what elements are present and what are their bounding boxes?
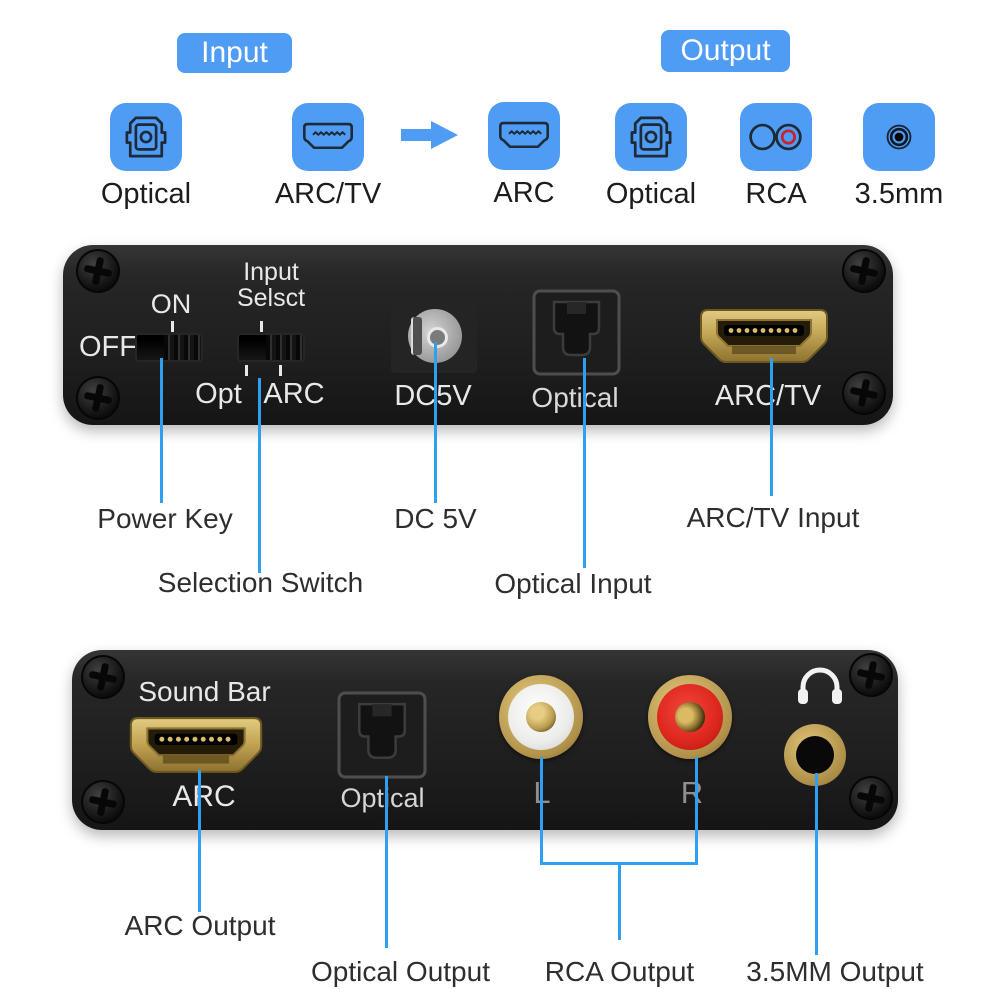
callout-optical-input: Optical Input: [494, 568, 652, 599]
callout-line-rca-left: [540, 757, 543, 865]
optical-input-port: [531, 288, 622, 377]
on-label: ON: [150, 289, 192, 319]
callout-line-rca-stem: [618, 864, 621, 940]
callout-selection-switch: Selection Switch: [157, 567, 364, 598]
callout-line-aux-output: [815, 773, 818, 955]
screw-icon: [844, 771, 898, 825]
callout-line-rca-right: [695, 757, 698, 865]
callout-line-optical-output: [385, 776, 388, 948]
screw-icon: [844, 648, 898, 702]
hdmi-input-port: [700, 309, 828, 363]
switch-ridges: [164, 335, 201, 360]
converter-bottom-panel: Sound Bar ARC Optical L: [72, 648, 898, 830]
screw-icon: [71, 371, 125, 425]
output-badge-label: Output: [680, 34, 771, 67]
legend-label: Optical: [100, 178, 192, 210]
dc5v-label: DC5V: [394, 380, 472, 412]
callout-line-rca-bridge: [540, 862, 698, 865]
tick-mark: [279, 365, 282, 376]
aux-jack-icon: [863, 103, 935, 171]
arc-label: ARC: [263, 378, 325, 410]
legend-item-optical-input: Optical: [91, 103, 201, 211]
opt-label: Opt: [195, 378, 242, 410]
screw-icon: [837, 244, 891, 298]
hdmi-icon: [292, 103, 364, 171]
callout-line-arctv: [770, 358, 773, 496]
dc-jack-tab: [411, 317, 422, 355]
hdmi-output-port: [129, 717, 263, 773]
callout-35mm-output: 3.5MM Output: [746, 956, 924, 987]
switch-knob: [137, 335, 164, 360]
dc-jack-pin-hole: [427, 327, 448, 348]
callout-dc-5v: DC 5V: [394, 503, 477, 534]
rca-icon: [740, 103, 812, 171]
arc-output-label: ARC: [172, 780, 236, 813]
legend-label: Optical: [605, 178, 697, 210]
optical-input-label: Optical: [531, 382, 619, 413]
legend-item-rca: RCA: [721, 103, 831, 211]
optical-output-label: Optical: [340, 783, 425, 813]
rca-jack-right: [648, 675, 732, 759]
sound-bar-label: Sound Bar: [138, 676, 271, 707]
legend-label: ARC: [493, 177, 555, 209]
rca-right-label: R: [680, 775, 704, 810]
off-label: OFF: [79, 331, 137, 363]
optical-icon: [615, 103, 687, 171]
tick-mark: [260, 321, 263, 332]
power-switch: [137, 335, 201, 360]
callout-line-dc: [434, 342, 437, 503]
callout-optical-output: Optical Output: [311, 956, 490, 987]
input-select-switch: [239, 335, 303, 360]
input-badge-label: Input: [201, 36, 268, 69]
callout-line-arc-output: [198, 770, 201, 912]
legend-item-arc: ARC: [469, 102, 579, 210]
screw-icon: [837, 366, 891, 420]
arrow-right-icon: [401, 121, 458, 149]
aux-jack-hole: [796, 736, 834, 774]
output-badge: Output: [661, 30, 790, 72]
legend-item-arctv: ARC/TV: [273, 103, 383, 211]
screw-icon: [71, 244, 125, 298]
legend-label: 3.5mm: [854, 178, 944, 210]
switch-ridges: [266, 335, 303, 360]
optical-icon: [110, 103, 182, 171]
legend-label: ARC/TV: [274, 178, 382, 210]
callout-arc-output: ARC Output: [124, 910, 276, 941]
input-badge: Input: [177, 33, 292, 73]
rca-center-pin: [675, 702, 705, 732]
headphone-icon: [798, 667, 842, 704]
hdmi-icon: [488, 102, 560, 170]
screw-icon: [76, 775, 130, 829]
rca-center-pin: [526, 702, 556, 732]
converter-top-panel: OFF ON Input Selsct Opt ARC DC5V: [63, 244, 893, 425]
optical-output-port: [335, 690, 429, 780]
tick-mark: [171, 321, 174, 332]
callout-power-key: Power Key: [97, 503, 233, 534]
dc-jack-barrel: [408, 309, 462, 363]
legend-label: RCA: [745, 178, 807, 210]
legend-item-35mm: 3.5mm: [844, 103, 954, 211]
input-select-label: Input Selsct: [236, 258, 306, 312]
callout-arctv-input: ARC/TV Input: [686, 502, 860, 533]
legend-item-optical-output: Optical: [596, 103, 706, 211]
hdmi-input-label: ARC/TV: [714, 380, 822, 412]
callout-line-optical-input: [583, 358, 586, 568]
switch-knob: [239, 335, 266, 360]
tick-mark: [245, 365, 248, 376]
callout-line-selection: [258, 378, 261, 573]
callout-rca-output: RCA Output: [544, 956, 695, 987]
callout-line-power: [160, 358, 163, 503]
rca-jack-left: [499, 675, 583, 759]
